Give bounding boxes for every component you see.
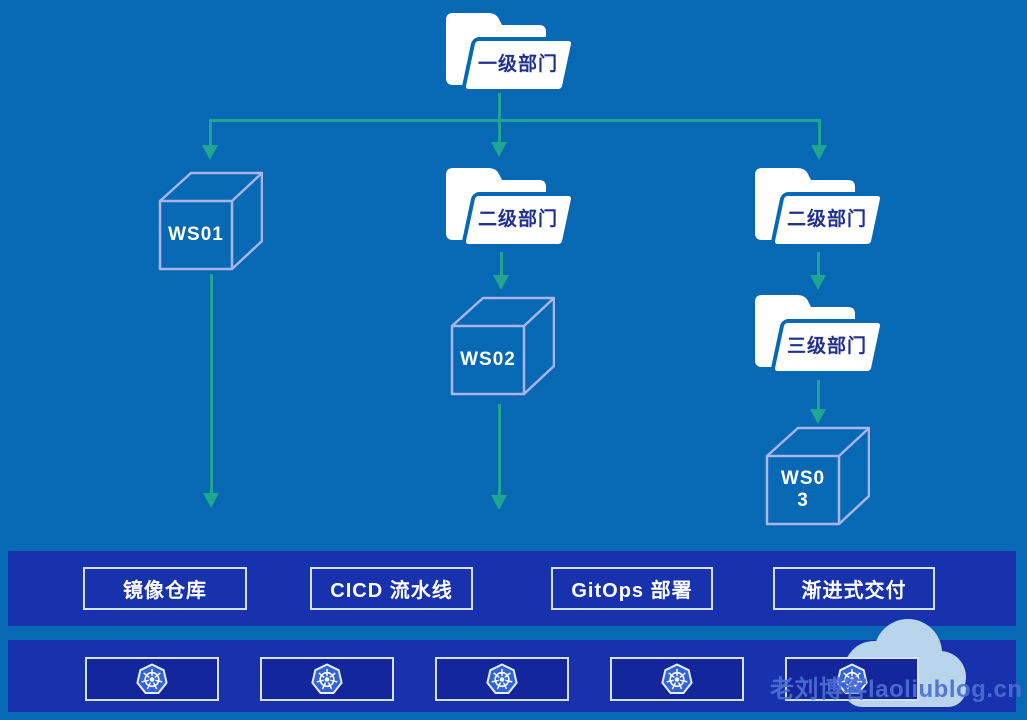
folder-level2-mid: 二级部门	[444, 164, 580, 248]
cluster-box	[435, 657, 569, 701]
folder-label: 一级部门	[477, 54, 558, 75]
workspace-label: WS01	[168, 224, 224, 246]
arrow-down-icon	[810, 275, 826, 290]
kubernetes-icon	[311, 663, 343, 694]
folder-label: 二级部门	[786, 209, 867, 230]
arrow-down-icon	[203, 493, 219, 508]
arrow-down-icon	[491, 495, 507, 510]
connector-subfolder-to-ws03	[817, 380, 820, 410]
connector-root-drop	[498, 88, 501, 121]
folder-icon	[446, 13, 576, 93]
workspace-cube-ws02: WS02	[450, 296, 555, 396]
folder-level3-right: 三级部门	[753, 291, 889, 375]
workspace-label: WS0 3	[767, 456, 839, 524]
cube-icon	[450, 296, 555, 396]
pipeline-item-progressive-delivery: 渐进式交付	[773, 567, 935, 610]
cluster-box	[260, 657, 394, 701]
folder-level2-right: 二级部门	[753, 164, 889, 248]
folder-icon	[755, 295, 885, 375]
kubernetes-icon	[836, 663, 868, 694]
connector-mid-branch	[498, 119, 501, 143]
folder-icon	[755, 168, 885, 248]
connector-right-branch	[818, 119, 821, 146]
arrow-down-icon	[493, 275, 509, 290]
arrow-down-icon	[491, 142, 507, 157]
connector-left-branch	[209, 119, 212, 146]
connector-ws02-to-bar	[498, 404, 501, 496]
cluster-box	[785, 657, 919, 701]
cube-icon	[765, 426, 870, 526]
kubernetes-icon	[661, 663, 693, 694]
folder-label: 三级部门	[786, 336, 867, 357]
arrow-down-icon	[811, 145, 827, 160]
arrow-down-icon	[810, 409, 826, 424]
cube-icon	[158, 171, 263, 271]
workspace-label-line2: 3	[797, 490, 809, 511]
pipeline-item-cicd-pipeline: CICD 流水线	[310, 567, 473, 610]
cluster-box	[85, 657, 219, 701]
folder-label: 二级部门	[477, 209, 558, 230]
workspace-cube-ws01: WS01	[158, 171, 263, 271]
connector-folder-to-ws02	[500, 252, 503, 276]
kubernetes-icon	[486, 663, 518, 694]
connector-ws01-to-bar	[210, 274, 213, 494]
arrow-down-icon	[202, 145, 218, 160]
workspace-cube-ws03: WS0 3	[765, 426, 870, 526]
pipeline-item-gitops-deploy: GitOps 部署	[551, 567, 713, 610]
folder-level1: 一级部门	[444, 9, 580, 93]
kubernetes-icon	[136, 663, 168, 694]
pipeline-item-image-registry: 镜像仓库	[83, 567, 247, 610]
folder-icon	[446, 168, 576, 248]
connector-horizontal	[210, 119, 820, 122]
connector-folder-to-subfolder	[817, 252, 820, 276]
cluster-box	[610, 657, 744, 701]
watermark: 老刘博客laoliublog.cn	[770, 676, 1023, 703]
workspace-label-line1: WS0	[780, 468, 826, 490]
pipeline-bar: 镜像仓库 CICD 流水线 GitOps 部署 渐进式交付	[8, 551, 1016, 626]
workspace-label: WS02	[460, 349, 516, 371]
cluster-bar	[8, 640, 1016, 712]
